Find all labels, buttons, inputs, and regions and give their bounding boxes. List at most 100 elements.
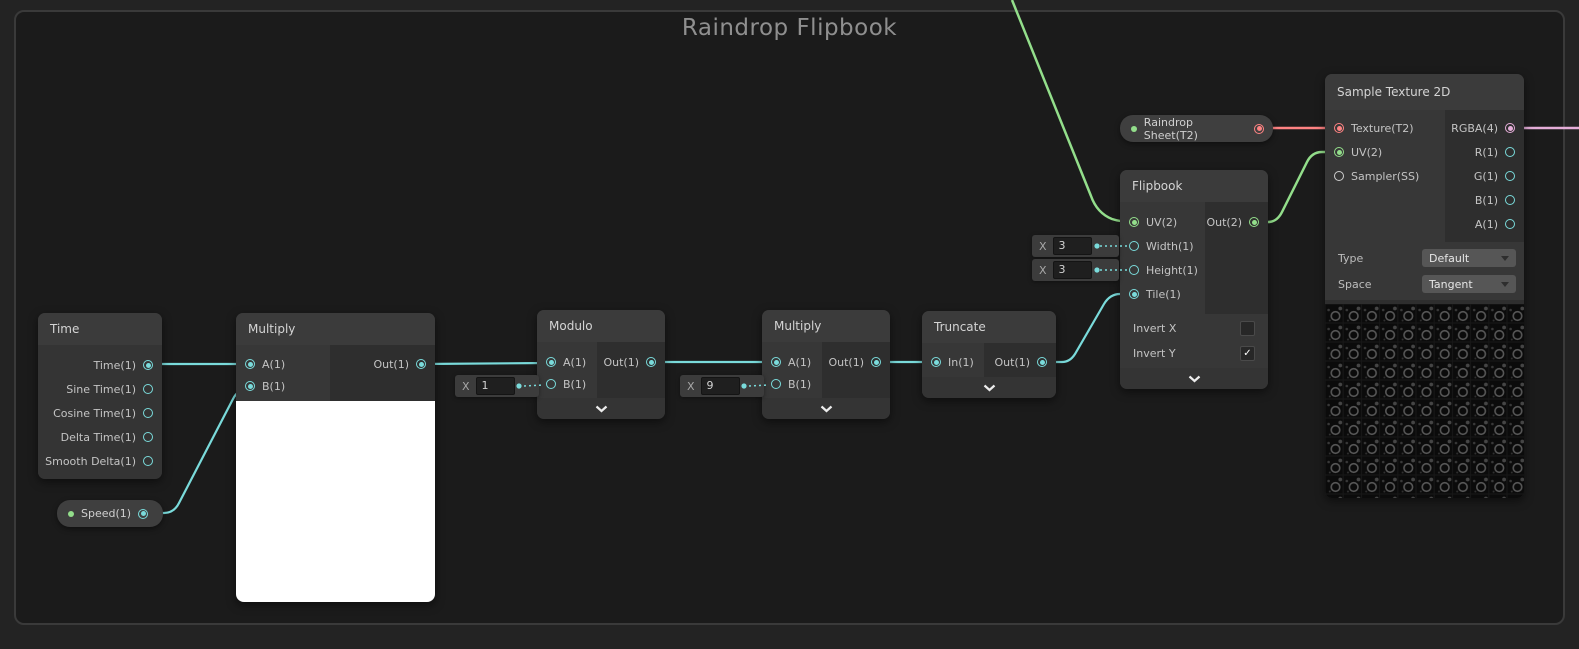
multiply1-out-port[interactable] — [416, 359, 426, 369]
space-value: Tangent — [1429, 277, 1473, 291]
modulo-out-port[interactable] — [646, 357, 656, 367]
node-flipbook[interactable]: Flipbook UV(2) Width(1) Height(1) Tile(1… — [1120, 170, 1268, 389]
flipbook-width-value-input[interactable]: 3 — [1052, 237, 1092, 255]
node-sample-texture-2d[interactable]: Sample Texture 2D Texture(T2) UV(2) Samp… — [1325, 74, 1524, 498]
multiply1-out-label: Out(1) — [373, 357, 409, 371]
node-modulo-title: Modulo — [537, 310, 665, 342]
multiply2-out-port[interactable] — [871, 357, 881, 367]
truncate-out-port[interactable] — [1037, 357, 1047, 367]
truncate-in-port[interactable] — [931, 357, 941, 367]
axis-label: X — [1039, 239, 1047, 253]
axis-label: X — [687, 379, 695, 393]
exposed-property-dot — [68, 510, 74, 517]
node-truncate[interactable]: Truncate In(1) Out(1) — [922, 311, 1056, 398]
sample-r-port[interactable] — [1505, 147, 1515, 157]
dropdown-arrow-icon — [1501, 281, 1509, 287]
flipbook-width-label: Width(1) — [1146, 239, 1194, 253]
node-truncate-title: Truncate — [922, 311, 1056, 343]
flipbook-height-port[interactable] — [1129, 265, 1139, 275]
modulo-b-label: B(1) — [563, 377, 587, 391]
multiply2-collapse-chevron-icon[interactable] — [762, 398, 890, 419]
time-delta-port[interactable] — [143, 432, 153, 442]
time-time-port[interactable] — [143, 360, 153, 370]
modulo-a-label: A(1) — [563, 355, 587, 369]
sample-sampler-label: Sampler(SS) — [1351, 169, 1420, 183]
multiply1-node-preview — [236, 401, 435, 602]
sample-texture-label: Texture(T2) — [1351, 121, 1414, 135]
flipbook-out-port[interactable] — [1249, 217, 1259, 227]
multiply2-a-port[interactable] — [771, 357, 781, 367]
node-multiply-2[interactable]: Multiply A(1) B(1) Out(1) — [762, 310, 890, 419]
flipbook-tile-port[interactable] — [1129, 289, 1139, 299]
type-value: Default — [1429, 251, 1470, 265]
flipbook-tile-label: Tile(1) — [1146, 287, 1181, 301]
multiply2-b-label: B(1) — [788, 377, 812, 391]
sample-rgba-port[interactable] — [1505, 123, 1515, 133]
truncate-collapse-chevron-icon[interactable] — [922, 377, 1056, 398]
flipbook-uv-port[interactable] — [1129, 217, 1139, 227]
modulo-b-inline-value[interactable]: X 1 — [455, 375, 539, 397]
time-cosine-port[interactable] — [143, 408, 153, 418]
delta-time-label: Delta Time(1) — [60, 430, 136, 444]
node-time[interactable]: Time Time(1) Sine Time(1) Cosine Time(1)… — [38, 313, 162, 479]
sample-sampler-port[interactable] — [1334, 171, 1344, 181]
truncate-in-label: In(1) — [948, 355, 974, 369]
multiply2-out-label: Out(1) — [828, 355, 864, 369]
flipbook-height-value-input[interactable]: 3 — [1052, 261, 1092, 279]
dropdown-arrow-icon — [1501, 255, 1509, 261]
sine-time-label: Sine Time(1) — [66, 382, 136, 396]
multiply2-a-label: A(1) — [788, 355, 812, 369]
multiply1-a-port[interactable] — [245, 359, 255, 369]
node-flipbook-title: Flipbook — [1120, 170, 1268, 202]
speed-out-port[interactable] — [138, 508, 149, 519]
raindrop-sheet-property-label: Raindrop Sheet(T2) — [1143, 115, 1198, 142]
axis-label: X — [1039, 263, 1047, 277]
modulo-a-port[interactable] — [546, 357, 556, 367]
axis-label: X — [462, 379, 470, 393]
sample-b-label: B(1) — [1474, 193, 1498, 207]
invert-x-label: Invert X — [1133, 322, 1177, 335]
multiply1-b-port[interactable] — [245, 381, 255, 391]
truncate-out-label: Out(1) — [994, 355, 1030, 369]
flipbook-collapse-chevron-icon[interactable] — [1120, 368, 1268, 389]
sample-rgba-label: RGBA(4) — [1451, 121, 1498, 135]
modulo-collapse-chevron-icon[interactable] — [537, 398, 665, 419]
multiply2-b-inline-value[interactable]: X 9 — [680, 375, 764, 397]
modulo-b-port[interactable] — [546, 379, 556, 389]
multiply2-b-port[interactable] — [771, 379, 781, 389]
node-multiply-1[interactable]: Multiply A(1) B(1) Out(1) — [236, 313, 435, 602]
speed-property-label: Speed(1) — [81, 507, 132, 520]
flipbook-height-inline-value[interactable]: X 3 — [1032, 259, 1119, 281]
property-node-speed[interactable]: Speed(1) — [57, 500, 163, 527]
flipbook-width-inline-value[interactable]: X 3 — [1032, 235, 1119, 257]
sample-a-label: A(1) — [1474, 217, 1498, 231]
sample-a-port[interactable] — [1505, 219, 1515, 229]
raindrop-sheet-out-port[interactable] — [1254, 123, 1264, 134]
multiply2-b-value-input[interactable]: 9 — [700, 377, 740, 395]
sample-uv-port[interactable] — [1334, 147, 1344, 157]
modulo-out-label: Out(1) — [603, 355, 639, 369]
sample-g-port[interactable] — [1505, 171, 1515, 181]
property-node-raindrop-sheet[interactable]: Raindrop Sheet(T2) — [1120, 115, 1273, 142]
time-out-label: Time(1) — [93, 358, 136, 372]
multiply1-a-label: A(1) — [262, 357, 286, 371]
node-modulo[interactable]: Modulo A(1) B(1) Out(1) — [537, 310, 665, 419]
flipbook-width-port[interactable] — [1129, 241, 1139, 251]
sample-b-port[interactable] — [1505, 195, 1515, 205]
invert-y-label: Invert Y — [1133, 347, 1176, 360]
raindrop-texture-preview — [1325, 304, 1524, 498]
modulo-b-value-input[interactable]: 1 — [475, 377, 515, 395]
space-dropdown[interactable]: Tangent — [1422, 275, 1516, 293]
cosine-time-label: Cosine Time(1) — [53, 406, 136, 420]
invert-x-checkbox[interactable] — [1240, 321, 1255, 336]
invert-y-checkbox[interactable] — [1240, 346, 1255, 361]
multiply1-b-label: B(1) — [262, 379, 286, 393]
type-label: Type — [1338, 251, 1364, 265]
sample-texture-port[interactable] — [1334, 123, 1344, 133]
time-sine-port[interactable] — [143, 384, 153, 394]
node-multiply1-title: Multiply — [236, 313, 435, 345]
sample-r-label: R(1) — [1474, 145, 1498, 159]
type-dropdown[interactable]: Default — [1422, 249, 1516, 267]
time-smoothdelta-port[interactable] — [143, 456, 153, 466]
